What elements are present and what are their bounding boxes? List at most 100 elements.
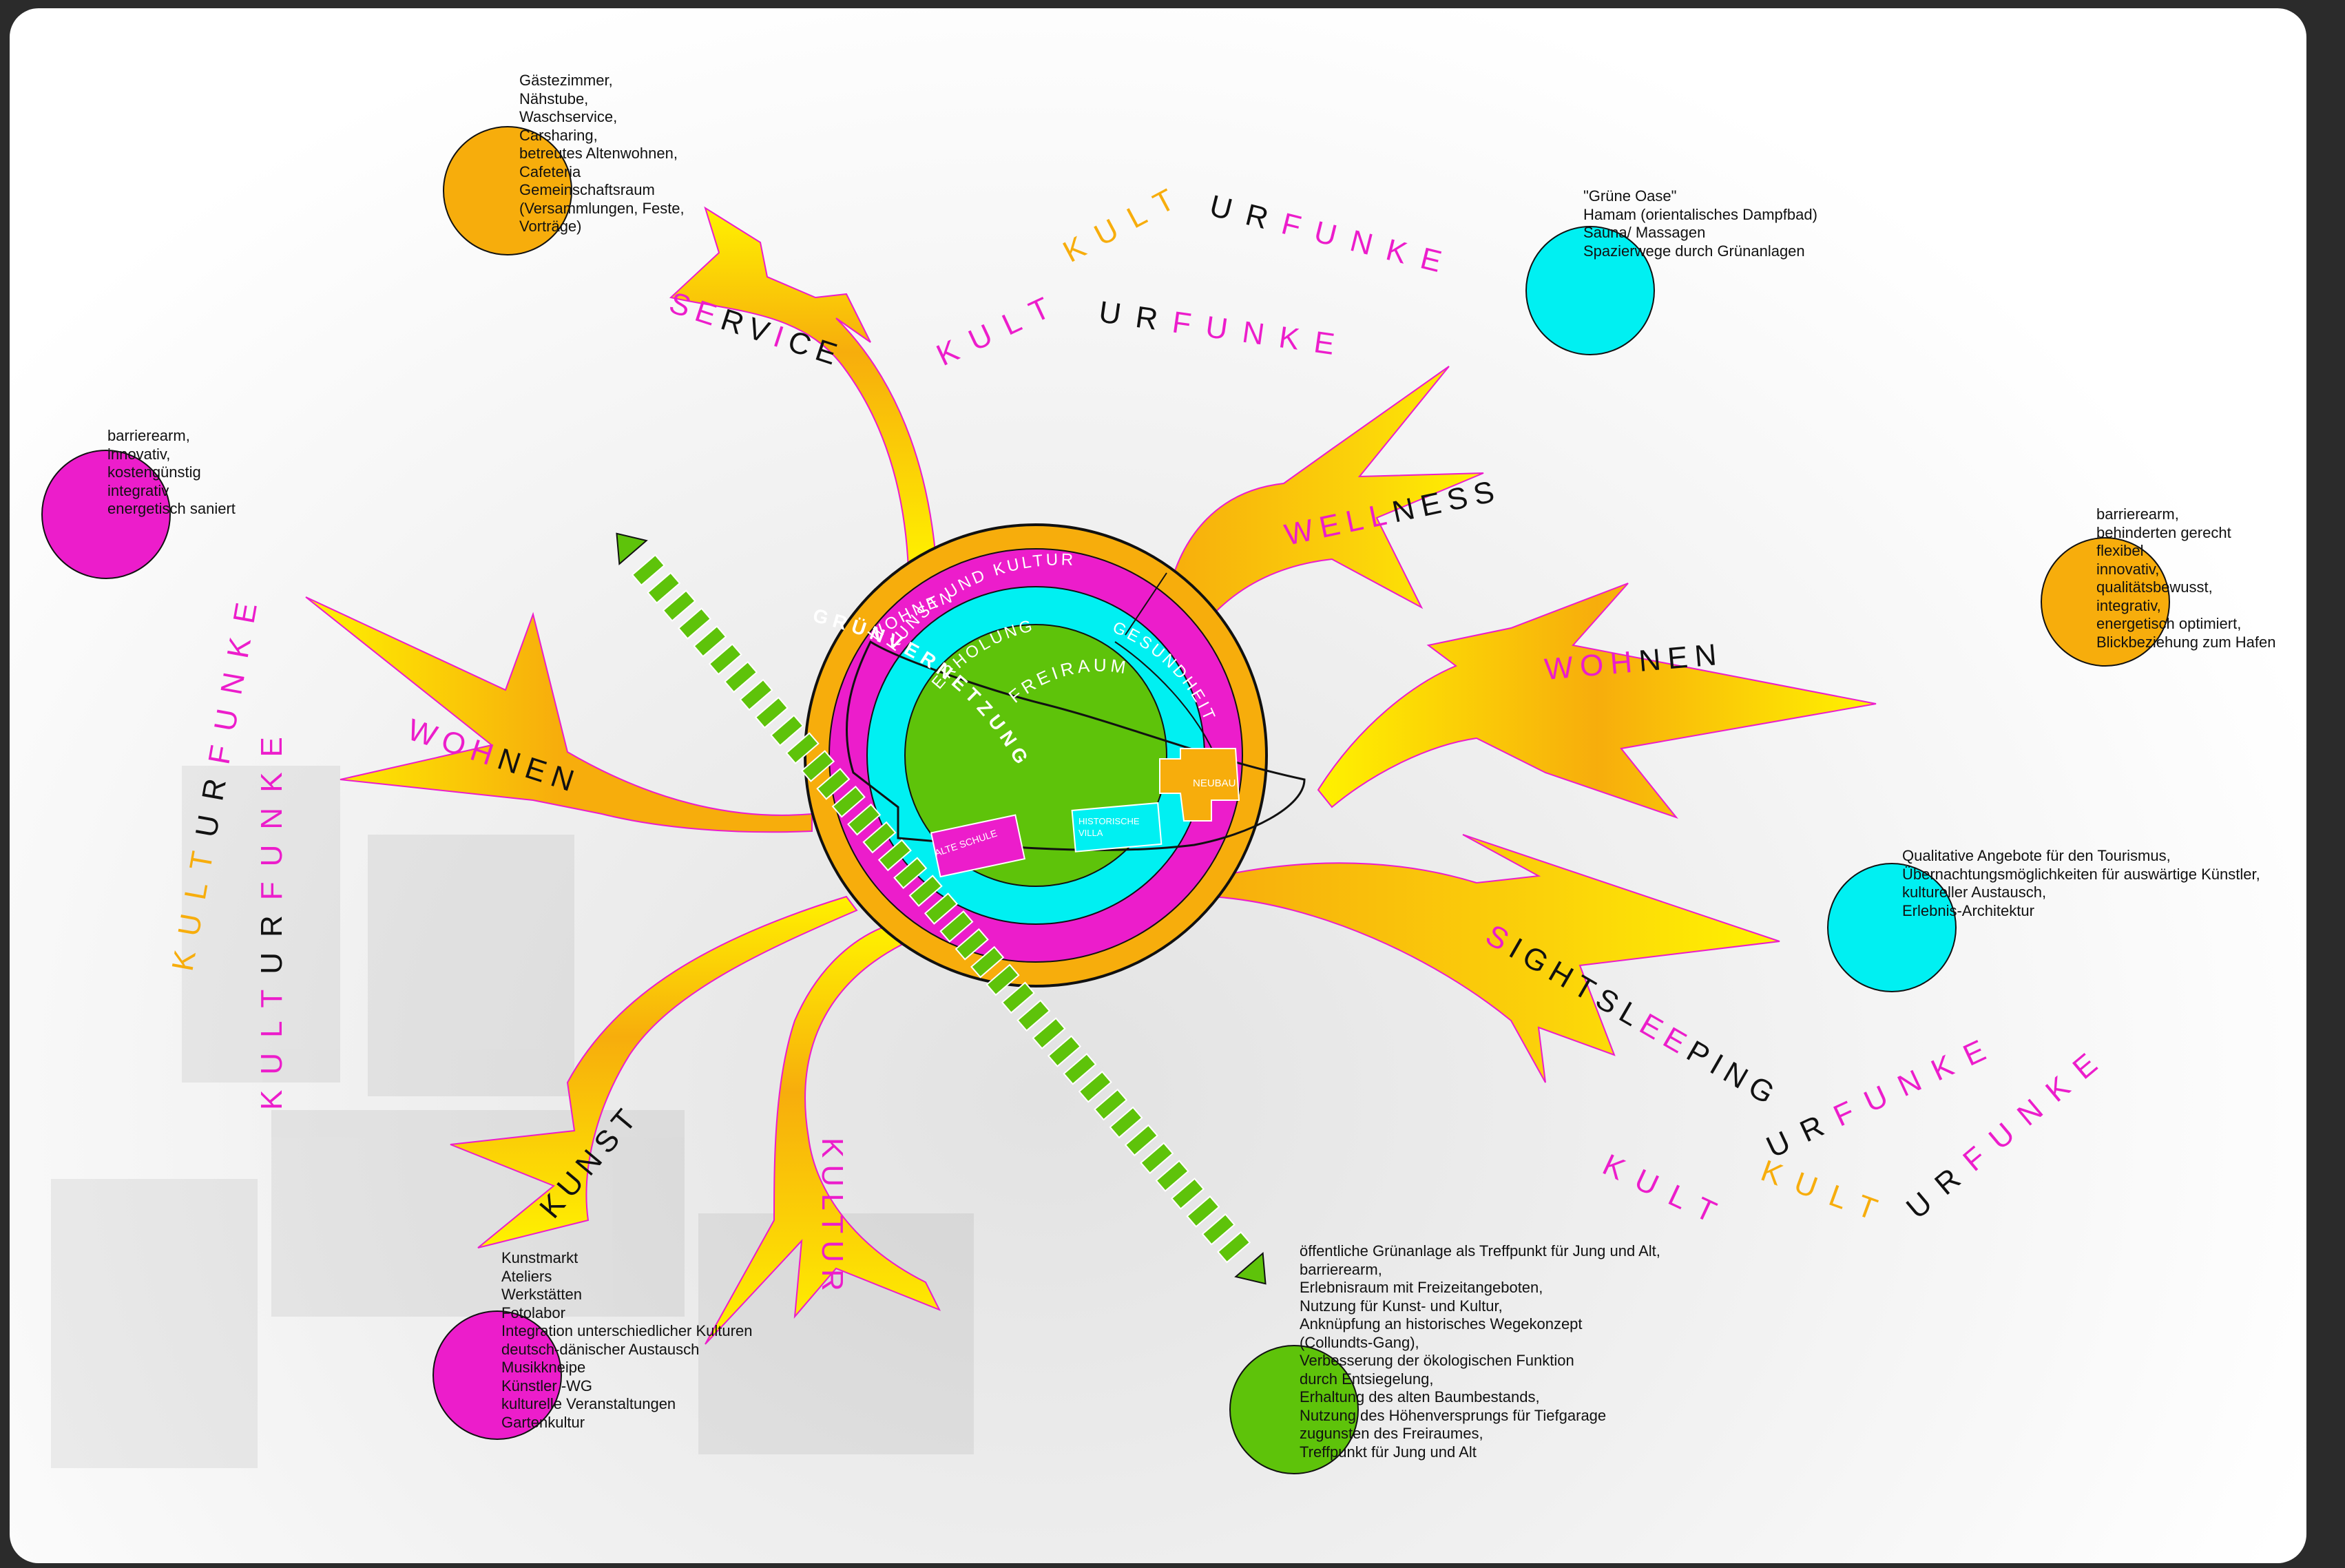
vernetzung-dash: [924, 892, 959, 925]
note-line: Fotolabor: [501, 1304, 565, 1321]
note-line: kultureller Austausch,: [1902, 884, 2047, 901]
vernetzung-dash: [831, 785, 866, 818]
vernetzung-dash: [970, 945, 1005, 979]
label-neubau: NEUBAU: [1193, 777, 1236, 789]
note-line: Ateliers: [501, 1267, 552, 1285]
building-alte-schule: [930, 814, 1025, 878]
kulturfunke-left-2: KULTURFUNKE: [255, 722, 289, 1110]
vernetzung-dash: [724, 660, 758, 693]
vernetzung-dash: [1001, 981, 1035, 1014]
vernetzung-dash: [955, 928, 989, 961]
vernetzung-dash: [1170, 1178, 1205, 1210]
vernetzung-dash: [877, 839, 912, 872]
note-line: integrativ,: [2096, 596, 2161, 614]
arm-kultur: [705, 923, 941, 1345]
arm-wohnen-left: [305, 596, 813, 833]
info-circle-wellness: [1525, 226, 1655, 355]
vernetzung-dash: [1109, 1106, 1143, 1139]
info-circle-kunst: [432, 1310, 562, 1440]
vernetzung-dash: [862, 821, 897, 854]
vernetzung-dash: [631, 554, 665, 587]
info-circle-sightsleeping: [1827, 863, 1957, 992]
vernetzung-dash: [1124, 1124, 1158, 1157]
concept-diagram: NEUBAU HISTORISCHE VILLA ALTE SCHULE WOH…: [41, 126, 2170, 1474]
note-line: Nutzung für Kunst- und Kultur,: [1300, 1297, 1503, 1315]
note-line: Gästezimmer,: [519, 72, 613, 89]
label-wohnen-right: WOHNEN: [1543, 637, 1725, 687]
central-circle: NEUBAU HISTORISCHE VILLA ALTE SCHULE WOH…: [804, 523, 1306, 987]
note-line: Hamam (orientalisches Dampfbad): [1583, 205, 1817, 223]
vernetzung-dash: [1078, 1070, 1112, 1103]
note-line: kulturelle Veranstaltungen: [501, 1395, 676, 1412]
note-line: Erlebnis-Architektur: [1902, 901, 2034, 919]
info-circle-wohnen-right: [2041, 537, 2170, 667]
label-villa: VILLA: [1078, 828, 1103, 838]
vernetzung-dash: [677, 607, 712, 640]
vernetzung-dash: [1140, 1142, 1174, 1175]
label-kultur: KULTUR: [815, 1138, 849, 1298]
vernetzung-dash: [800, 750, 835, 782]
vernetzung-dash: [1186, 1195, 1220, 1228]
vernetzung-dash: [708, 642, 742, 676]
vernetzung-dash: [816, 768, 851, 800]
vernetzung-dash: [847, 803, 882, 836]
note-line: innovativ,: [107, 445, 171, 463]
arm-service: [669, 206, 937, 571]
vernetzung-dash: [754, 696, 789, 729]
note-line: Cafeteria: [519, 163, 581, 180]
note-line: zugunsten des Freiraumes,: [1300, 1425, 1483, 1442]
vernetzung-dash: [770, 714, 804, 747]
vernetzung-dash: [662, 589, 696, 622]
note-line: Spazierwege durch Grünanlagen: [1583, 242, 1805, 260]
vernetzung-dash: [908, 875, 943, 907]
note-line: Musikkneipe: [501, 1359, 586, 1376]
vernetzung-dash: [1094, 1088, 1128, 1121]
kulturfunke-top-2: KULT: [1058, 176, 1194, 269]
note-line: kostengünstig: [107, 463, 201, 481]
arrowhead-icon: [1234, 1251, 1267, 1285]
note-line: Qualitative Angebote für den Tourismus,: [1902, 847, 2171, 864]
gruenvernetzung-arrow: [616, 532, 1267, 1285]
kulturfunke-top-1b: URFUNKE: [1097, 295, 1352, 364]
kulturfunke-bottom-1: KULT: [1598, 1148, 1735, 1236]
note-line: integrativ: [107, 481, 169, 499]
note-line: energetisch optimiert,: [2096, 615, 2242, 632]
arrowhead-icon: [616, 532, 648, 566]
building-neubau: [1159, 748, 1240, 822]
arm-wellness: [1165, 366, 1484, 629]
note-line: Anknüpfung an historisches Wegekonzept: [1300, 1315, 1583, 1332]
note-line: durch Entsiegelung,: [1300, 1370, 1434, 1388]
arm-wohnen-right: [1317, 583, 1877, 819]
vernetzung-dash: [739, 678, 773, 711]
note-line: Gemeinschaftsraum: [519, 181, 655, 198]
note-line: Nutzung des Höhenversprungs für Tiefgara…: [1300, 1406, 1607, 1424]
note-line: Werkstätten: [501, 1286, 582, 1303]
note-line: flexibel: [2096, 542, 2144, 559]
kulturfunke-bottom-2: KULT: [1757, 1153, 1896, 1231]
vernetzung-dash: [785, 732, 820, 764]
info-circle-freiraum: [1229, 1345, 1359, 1474]
note-line: betreutes Altenwohnen,: [519, 145, 678, 162]
note-line: Integration unterschiedlicher Kulturen: [501, 1322, 753, 1339]
note-line: energetisch saniert: [107, 500, 236, 517]
note-line: barrierearm,: [1300, 1260, 1382, 1278]
diagram-sheet: NEUBAU HISTORISCHE VILLA ALTE SCHULE WOH…: [10, 8, 2306, 1563]
note-line: (Versammlungen, Feste,: [519, 199, 685, 217]
note-line: öffentliche Grünanlage als Treffpunkt fü…: [1300, 1242, 1660, 1259]
vernetzung-dash: [1063, 1053, 1097, 1085]
note-sightsleeping: Qualitative Angebote für den Tourismus,Ü…: [1902, 847, 2260, 920]
note-line: Erlebnisraum mit Freizeitangeboten,: [1300, 1279, 1543, 1296]
vernetzung-dash: [1201, 1213, 1236, 1246]
note-line: deutsch-dänischer Austausch: [501, 1340, 700, 1358]
note-line: Treffpunkt für Jung und Alt: [1300, 1443, 1477, 1461]
vernetzung-dash: [1032, 1017, 1066, 1049]
note-line: Übernachtungsmöglichkeiten für auswärtig…: [1902, 865, 2260, 883]
info-circle-service: [443, 126, 572, 255]
building-historische-villa: [1071, 802, 1163, 853]
info-circle-wohnen-left: [41, 450, 171, 579]
note-line: behinderten gerecht: [2096, 523, 2231, 541]
kulturfunke-top-1: KULT: [932, 284, 1069, 373]
vernetzung-dash: [647, 572, 681, 605]
